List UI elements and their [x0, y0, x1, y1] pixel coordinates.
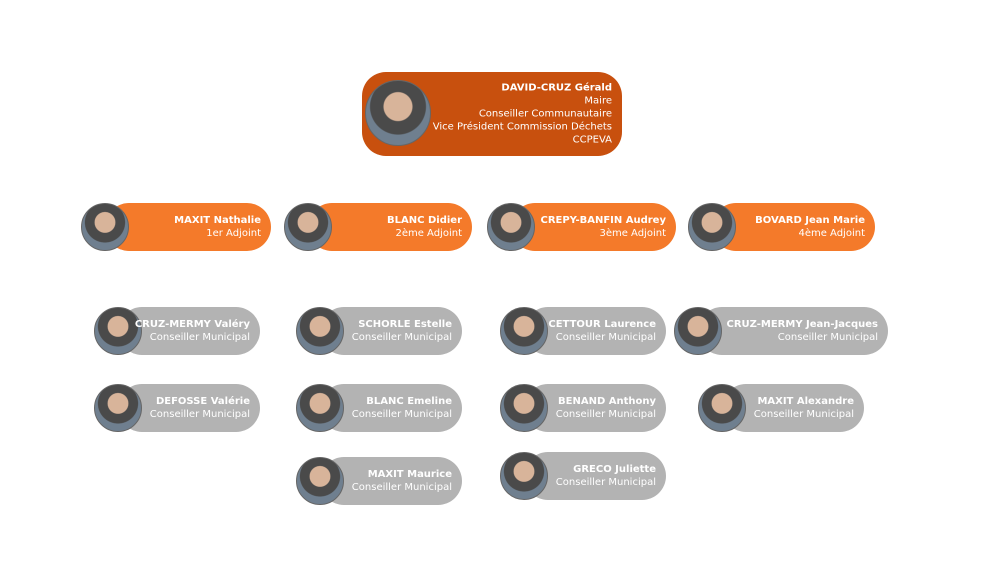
conseiller-role: Conseiller Municipal: [351, 332, 452, 343]
conseiller-photo: [500, 452, 548, 500]
conseiller-role: Conseiller Municipal: [555, 409, 656, 420]
adjoint-name: BOVARD Jean Marie: [755, 215, 865, 226]
adjoint-pill: [712, 203, 875, 251]
conseiller-name: MAXIT Maurice: [367, 469, 452, 480]
adjoint-name: CREPY-BANFIN Audrey: [540, 215, 666, 226]
conseiller-name: DEFOSSE Valérie: [155, 396, 250, 407]
adjoint-name: MAXIT Nathalie: [174, 215, 261, 226]
adjoint-role: 3ème Adjoint: [599, 228, 666, 239]
conseiller-name: CRUZ-MERMY Jean-Jacques: [726, 319, 878, 330]
conseiller-name: GRECO Juliette: [573, 464, 656, 475]
conseiller-role: Conseiller Municipal: [149, 332, 250, 343]
adjoint-pill: [511, 203, 676, 251]
adjoint-photo: [487, 203, 535, 251]
adjoint-role: 1er Adjoint: [206, 228, 261, 239]
conseiller-photo: [296, 457, 344, 505]
mayor-name: DAVID-CRUZ Gérald: [501, 82, 612, 94]
conseiller-photo: [500, 384, 548, 432]
conseiller-role: Conseiller Municipal: [351, 409, 452, 420]
mayor-role: Maire: [584, 95, 612, 107]
conseiller-name: SCHORLE Estelle: [358, 319, 452, 330]
conseiller-photo: [296, 384, 344, 432]
mayor-photo: [365, 80, 431, 146]
conseiller-photo: [94, 307, 142, 355]
conseiller-role: Conseiller Municipal: [555, 332, 656, 343]
mayor-role: CCPEVA: [572, 134, 612, 146]
conseiller-role: Conseiller Municipal: [777, 332, 878, 343]
conseiller-photo: [296, 307, 344, 355]
adjoint-photo: [81, 203, 129, 251]
conseiller-role: Conseiller Municipal: [351, 482, 452, 493]
conseiller-role: Conseiller Municipal: [555, 477, 656, 488]
mayor-role: Vice Président Commission Déchets: [432, 121, 612, 133]
conseiller-role: Conseiller Municipal: [149, 409, 250, 420]
adjoint-card: BOVARD Jean Marie 4ème Adjoint: [688, 203, 875, 251]
adjoint-photo: [688, 203, 736, 251]
conseiller-role: Conseiller Municipal: [753, 409, 854, 420]
adjoint-photo: [284, 203, 332, 251]
mayor-role: Conseiller Communautaire: [478, 108, 612, 120]
adjoint-role: 2ème Adjoint: [395, 228, 462, 239]
mayor-card: DAVID-CRUZ Gérald Maire Conseiller Commu…: [362, 72, 622, 156]
adjoint-name: BLANC Didier: [387, 215, 462, 226]
conseiller-photo: [674, 307, 722, 355]
conseiller-name: MAXIT Alexandre: [757, 396, 854, 407]
adjoint-card: CREPY-BANFIN Audrey 3ème Adjoint: [487, 203, 676, 251]
conseiller-photo: [698, 384, 746, 432]
conseiller-name: CETTOUR Laurence: [548, 319, 656, 330]
conseiller-name: BLANC Emeline: [366, 396, 452, 407]
conseiller-photo: [94, 384, 142, 432]
adjoint-card: BLANC Didier 2ème Adjoint: [284, 203, 472, 251]
adjoint-pill: [105, 203, 271, 251]
conseiller-name: CRUZ-MERMY Valéry: [134, 319, 250, 330]
conseiller-name: BENAND Anthony: [558, 396, 656, 407]
conseiller-pill: [698, 307, 888, 355]
adjoint-role: 4ème Adjoint: [798, 228, 865, 239]
adjoint-pill: [308, 203, 472, 251]
adjoint-card: MAXIT Nathalie 1er Adjoint: [81, 203, 271, 251]
conseiller-photo: [500, 307, 548, 355]
